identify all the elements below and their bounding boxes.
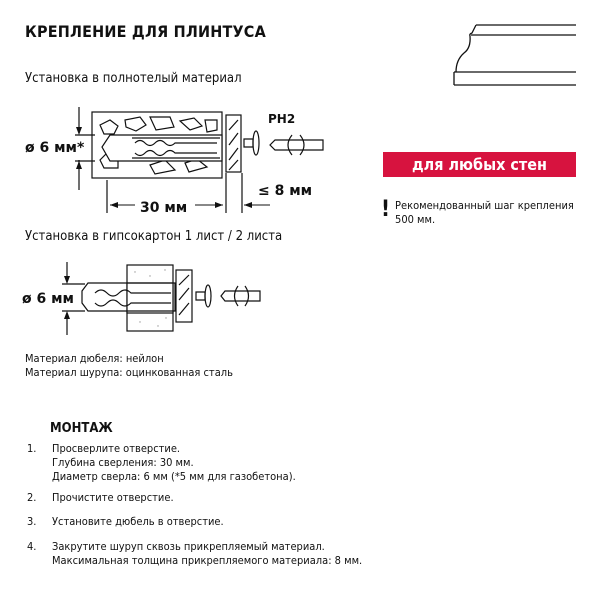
section-drywall-heading: Установка в гипсокартон 1 лист / 2 листа — [25, 229, 283, 244]
step-text: Максимальная толщина прикрепляемого мате… — [52, 554, 363, 567]
materials-info: Материал дюбеля: нейлон Материал шурупа:… — [25, 352, 233, 380]
step-text: Просверлите отверстие. — [52, 442, 181, 455]
note-line: 500 мм. — [395, 213, 436, 226]
diameter-label: ø 6 мм* — [25, 140, 85, 156]
drywall-diameter-label: ø 6 мм — [22, 291, 74, 307]
bit-label: PH2 — [268, 112, 295, 126]
mounting-heading: МОНТАЖ — [50, 421, 113, 436]
step-number: 3. — [27, 515, 37, 528]
step-number: 4. — [27, 540, 37, 553]
exclamation-icon: ! — [381, 197, 391, 222]
spacing-note: ! Рекомендованный шаг крепления 500 мм. — [381, 199, 574, 227]
step-number: 2. — [27, 491, 37, 504]
step-text: Установите дюбель в отверстие. — [52, 515, 224, 528]
page-title: КРЕПЛЕНИЕ ДЛЯ ПЛИНТУСА — [25, 22, 266, 41]
drywall-diagram: ø 6 мм — [22, 262, 261, 335]
step-text: Закрутите шуруп сквозь прикрепляемый мат… — [52, 540, 325, 553]
section-solid-heading: Установка в полнотелый материал — [25, 71, 242, 86]
note-line: Рекомендованный шаг крепления — [395, 199, 574, 212]
solid-material-diagram: ø 6 мм* 30 мм ≤ 8 мм PH2 — [25, 107, 324, 216]
any-walls-badge: для любых стен — [383, 152, 576, 177]
dowel-material: Материал дюбеля: нейлон — [25, 352, 164, 365]
thickness-label: ≤ 8 мм — [258, 183, 312, 199]
step-text: Прочистите отверстие. — [52, 491, 174, 504]
screw-material: Материал шурупа: оцинкованная сталь — [25, 366, 233, 379]
plinth-profile-illustration — [453, 24, 576, 86]
step-number: 1. — [27, 442, 37, 455]
step-text: Глубина сверления: 30 мм. — [52, 456, 194, 469]
step-text: Диаметр сверла: 6 мм (*5 мм для газобето… — [52, 470, 296, 483]
depth-label: 30 мм — [140, 200, 187, 216]
